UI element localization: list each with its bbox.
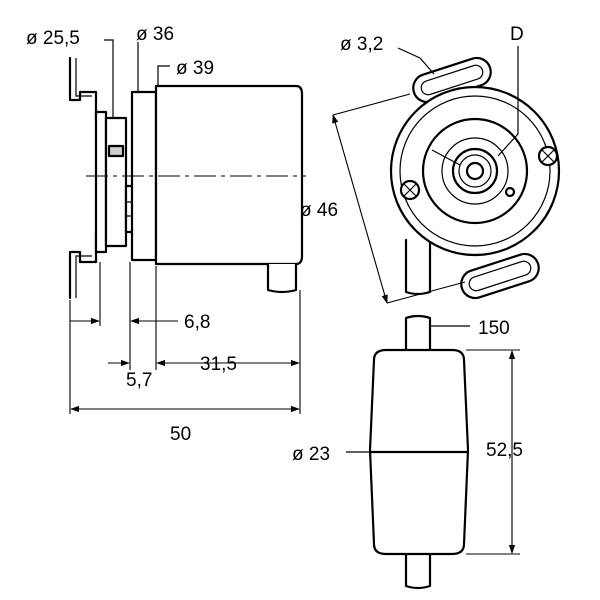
label-dia-23: ø 23: [292, 444, 330, 465]
label-dia-25-5: ø 25,5: [26, 28, 80, 49]
flange-ring-inner: [104, 116, 128, 248]
front-outer-circle: [389, 85, 561, 257]
shaft-bore: [451, 147, 499, 195]
cable-stub-side: [266, 262, 298, 294]
label-dia-3-2: ø 3,2: [340, 34, 383, 55]
label-31-5: 31,5: [200, 354, 237, 375]
label-d: D: [510, 24, 524, 45]
cable-view: [346, 314, 520, 590]
front-view: [332, 46, 561, 304]
label-dia-46: ø 46: [300, 200, 338, 221]
label-dia-39: ø 39: [176, 58, 214, 79]
flange-ring-outer: [94, 110, 108, 254]
label-150: 150: [478, 318, 510, 339]
side-view: [68, 39, 306, 414]
mounting-slot-bottom: [460, 252, 540, 300]
label-50: 50: [170, 424, 191, 445]
dim-line-46: [332, 114, 388, 304]
label-52-5: 52,5: [486, 440, 523, 461]
bracket-top: [68, 56, 105, 122]
label-6-8: 6,8: [184, 312, 210, 333]
label-dia-36: ø 36: [136, 24, 174, 45]
label-5-7: 5,7: [126, 370, 152, 391]
encoder-housing: [154, 84, 304, 266]
